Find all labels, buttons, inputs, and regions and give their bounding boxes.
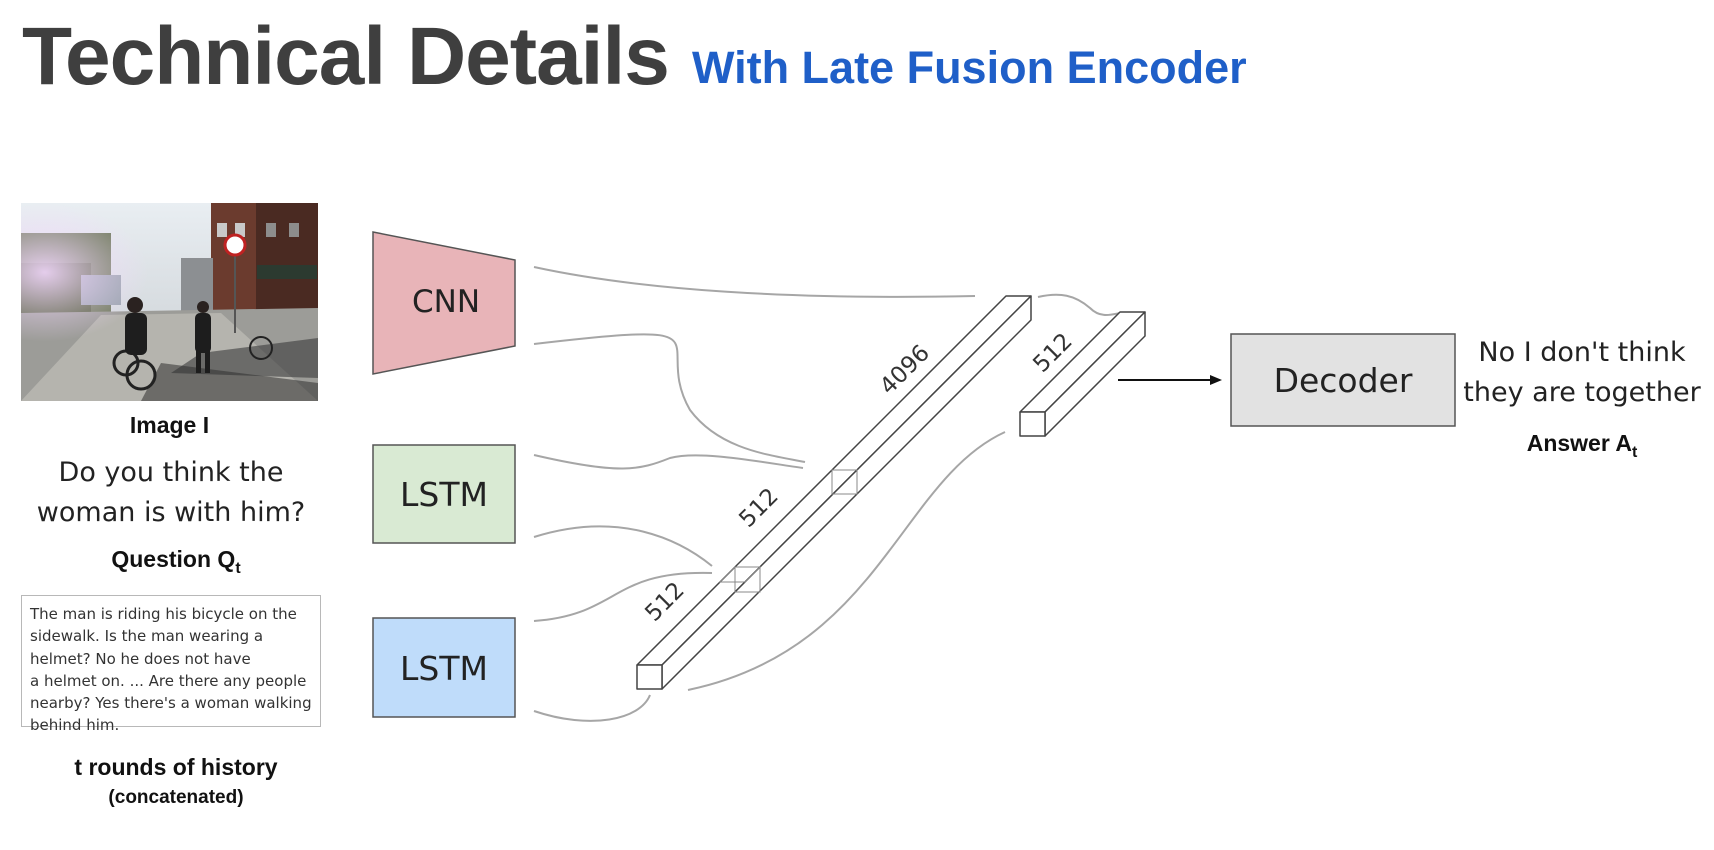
lstm-history-block (372, 617, 516, 718)
lstm-history-label: LSTM (400, 649, 488, 688)
concat-vector-top-face (636, 295, 1032, 666)
decoder-label: Decoder (1274, 361, 1413, 400)
segment-divider-face (831, 469, 858, 495)
question-text: Do you think the woman is with him? (16, 453, 326, 533)
concat-vector-side-face (661, 295, 1032, 690)
history-line: The man is riding his bicycle on the (30, 605, 297, 623)
question-to-vector-curve-top (533, 454, 804, 470)
answer-line: No I don't think (1478, 337, 1686, 368)
history-line: helmet? No he does not have (30, 649, 251, 668)
vector-to-fused-curve-top (1037, 293, 1121, 316)
vector-to-fused-curve-bottom (687, 431, 1006, 691)
question-to-vector-curve-bottom (533, 525, 713, 567)
history-to-vector-curve-top (533, 571, 713, 622)
question-label-subscript: t (235, 560, 241, 577)
history-text-box: The man is riding his bicycle on the sid… (21, 595, 321, 734)
history-line: sidewalk. Is the man wearing a (30, 627, 264, 646)
answer-label: Answer At (1462, 430, 1702, 461)
lstm-question-block (372, 444, 516, 544)
answer-line: they are together (1463, 377, 1701, 408)
question-line: woman is with him? (36, 497, 306, 528)
decoder-block (1230, 333, 1456, 427)
cnn-label: CNN (412, 284, 480, 320)
cnn-to-vector-curve-top (533, 266, 976, 298)
history-sublabel: (concatenated) (108, 787, 244, 808)
history-to-vector-curve-bottom (533, 694, 651, 722)
question-line: Do you think the (58, 457, 284, 488)
cnn-to-vector-curve-bottom (533, 333, 806, 463)
concat-vector-end-face (636, 664, 663, 690)
question-label: Question Qt (16, 546, 336, 577)
slide-title: Technical Details (22, 11, 670, 102)
answer-label-subscript: t (1631, 444, 1638, 461)
image-label: Image I (129, 412, 210, 438)
arrow-head (1210, 375, 1222, 385)
input-image (21, 203, 318, 401)
cnn-block (372, 231, 516, 375)
history-label: t rounds of history (74, 754, 278, 780)
history-line: nearby? Yes there's a woman walking (30, 694, 312, 713)
slide-subtitle: With Late Fusion Encoder (692, 42, 1247, 93)
question-label-text: Question Q (111, 546, 236, 572)
lstm-question-label: LSTM (400, 475, 488, 514)
history-line: a helmet on. ... Are there any people (30, 671, 307, 690)
answer-label-text: Answer A (1526, 430, 1632, 456)
fused-vector-end-face (1019, 411, 1046, 437)
answer-text: No I don't think they are together (1462, 333, 1702, 413)
history-line: behind him. (30, 716, 120, 735)
segment-divider-face (734, 566, 761, 593)
